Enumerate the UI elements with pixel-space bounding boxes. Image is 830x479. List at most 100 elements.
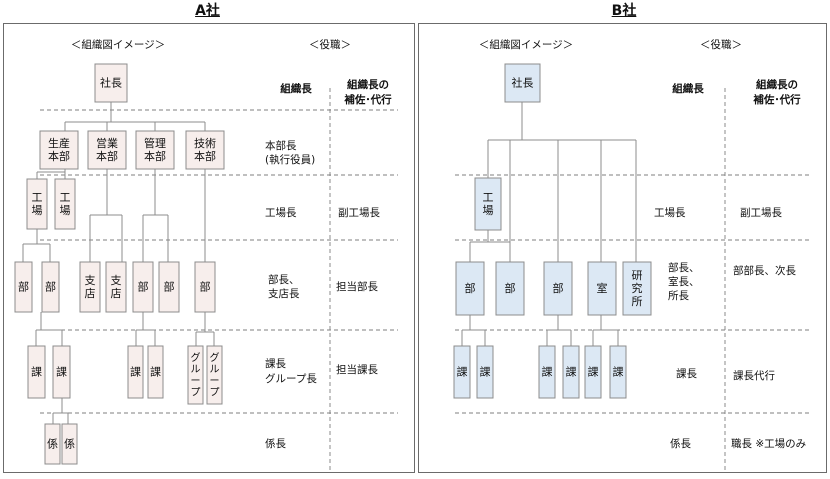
b-section-box-text: 課 [566, 365, 577, 379]
a-factory-box-1-text: 工 [32, 191, 43, 204]
b-section-box-text: 課 [588, 365, 599, 379]
b-section-box-text: 課 [457, 365, 468, 379]
b-factory-box: 工場 [474, 177, 502, 231]
a-role-label: ＜役職＞ [309, 38, 351, 51]
b-president-box-rect [504, 63, 541, 103]
a-hq_admin-box-rect [135, 130, 175, 170]
b-section-box-text: 課 [613, 365, 624, 379]
a-section-box-rect [147, 345, 164, 399]
a-hq_admin-box-text: 管理 [144, 136, 166, 150]
a-dept-box-rect [41, 261, 60, 313]
a-president-box: 社長 [94, 63, 128, 103]
a-branch-box-text: 店 [111, 286, 122, 300]
b-section-box-rect [476, 345, 494, 399]
a-branch-box: 支店 [79, 261, 101, 313]
a-group-box-rect [206, 345, 223, 405]
a-col-head-2-line2: 補佐･代行 [343, 93, 392, 106]
b-level1-head: 工場長 [654, 206, 686, 219]
a-section-box: 課 [27, 345, 46, 399]
a-hq_tech-box-rect [185, 130, 225, 170]
a-dept-box: 部 [194, 261, 216, 313]
grid-lines [40, 88, 812, 470]
a-dept-box-rect [132, 261, 154, 313]
a-section-box-rect [52, 345, 71, 399]
org-boxes: 社長生産本部営業本部管理本部技術本部工場工場部部支店支店部部部課課課課グループグ… [14, 63, 652, 465]
company-a-title: A社 [195, 3, 220, 19]
a-subsection-box-rect [44, 423, 61, 465]
a-group-box-text: グ [210, 351, 220, 364]
a-subsection-box: 係 [44, 423, 61, 465]
a-hq_production-box-text: 生産 [48, 136, 70, 150]
a-dept-box-rect [158, 261, 180, 313]
b-col-head-2-line2: 補佐･代行 [752, 93, 801, 106]
b-section-box-rect [609, 345, 627, 399]
b-section-box-rect [538, 345, 556, 399]
b-section-box: 課 [453, 345, 471, 399]
a-president-box-rect [94, 63, 128, 103]
a-dept-box-rect [14, 261, 33, 313]
a-hq_sales-box-rect [87, 130, 127, 170]
a-level3-head-2: 支店長 [268, 287, 300, 300]
a-branch-box-rect [105, 261, 127, 313]
b-level4-deputy: 職長 ※工場のみ [731, 437, 806, 450]
a-section-box: 課 [147, 345, 164, 399]
b-section-box: 課 [584, 345, 602, 399]
b-section-box-rect [562, 345, 580, 399]
a-section-box: 課 [127, 345, 144, 399]
b-dept-box-text: 部 [465, 281, 476, 295]
a-group-box-text: グ [191, 351, 201, 364]
b-section-box-rect [584, 345, 602, 399]
connector-lines [22, 102, 637, 424]
a-dept-box-text: 部 [200, 280, 211, 294]
b-dept-box: 部 [455, 261, 485, 316]
a-level4-head: 課長 [265, 357, 286, 370]
b-role-label: ＜役職＞ [700, 38, 742, 51]
b-lab-box-text: 所 [632, 295, 643, 308]
b-level4-head: 係長 [670, 438, 691, 450]
a-level3-head: 部長、 [268, 273, 300, 286]
a-dept-box: 部 [158, 261, 180, 313]
a-dept-box-text: 部 [164, 280, 175, 294]
b-section-box: 課 [538, 345, 556, 399]
b-dept-box-rect [543, 261, 573, 316]
b-section-box-text: 課 [542, 365, 553, 379]
company-a-panel [3, 23, 415, 473]
a-hq_tech-box-text: 技術 [194, 137, 216, 150]
b-lab-box: 研究所 [622, 261, 652, 316]
a-level3-deputy: 担当部長 [336, 280, 378, 293]
role-labels: ＜組織図イメージ＞＜役職＞組織長組織長の補佐･代行本部長(執行役員)工場長副工場… [71, 38, 806, 450]
a-branch-box: 支店 [105, 261, 127, 313]
a-dept-box-text: 部 [45, 280, 56, 294]
a-branch-box-text: 支 [111, 274, 122, 287]
a-subsection-box-text: 係 [64, 438, 75, 451]
a-factory-box-2: 工場 [54, 178, 76, 230]
a-factory-box-2-rect [54, 178, 76, 230]
b-col-head-2-line1: 組織長の [756, 78, 798, 91]
a-dept-box-text: 部 [138, 280, 149, 294]
a-section-box: 課 [52, 345, 71, 399]
a-group-box-text: ル [210, 364, 220, 375]
b-dept-box: 部 [495, 261, 525, 316]
a-factory-box-2-text: 工 [60, 191, 71, 204]
b-col-head-1: 組織長 [672, 82, 704, 95]
a-factory-box-1-rect [26, 178, 48, 230]
b-factory-box-text: 工 [483, 191, 494, 204]
b-lab-box-rect [622, 261, 652, 316]
b-lab-box-text: 研 [632, 269, 643, 282]
a-group-box-text: ー [210, 376, 220, 387]
b-level2-deputy: 部部長、次長 [733, 264, 796, 277]
a-col-head-1: 組織長 [280, 82, 312, 95]
b-dept-box-text: 部 [505, 281, 516, 295]
a-branch-box-rect [79, 261, 101, 313]
company-b-panel [418, 23, 827, 473]
a-hq_tech-box-text: 本部 [194, 149, 216, 163]
a-dept-box-text: 部 [18, 280, 29, 294]
a-level4-deputy: 担当課長 [336, 363, 378, 376]
a-level2-head: 工場長 [265, 206, 297, 219]
a-col-head-2-line1: 組織長の [347, 78, 389, 91]
a-group-box-rect [187, 345, 204, 405]
b-dept-box: 部 [543, 261, 573, 316]
b-office-box-text: 室 [597, 281, 608, 295]
